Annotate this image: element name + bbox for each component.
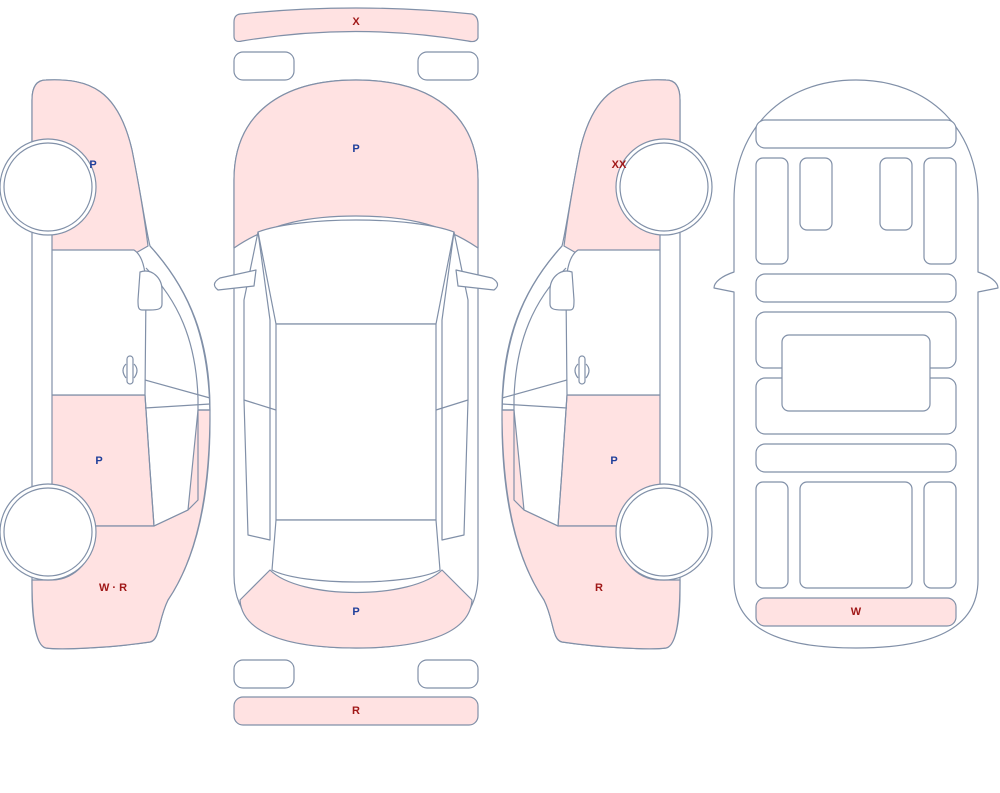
left-pillar-line-1 xyxy=(144,379,211,399)
left-rear-wheel[interactable] xyxy=(3,487,93,577)
front-left-pedal[interactable] xyxy=(799,157,833,231)
cargo-floor[interactable] xyxy=(799,481,913,589)
code-label-right-rear-door: P xyxy=(610,455,617,467)
code-label-bottom-bumper-bar: R xyxy=(352,705,360,717)
top-view xyxy=(213,7,499,726)
left-front-wheel[interactable] xyxy=(3,142,93,232)
code-label-right-front-fender: XX xyxy=(612,159,627,171)
top-mirror-left[interactable] xyxy=(213,269,257,291)
rear-window[interactable] xyxy=(271,519,441,583)
code-label-rear-bumper: P xyxy=(352,606,359,618)
top-mirror-pad-left[interactable] xyxy=(233,51,295,81)
code-label-hood: P xyxy=(352,143,359,155)
front-right-pedal[interactable] xyxy=(879,157,913,231)
bottom-bumper-bar[interactable] xyxy=(233,696,479,726)
rear-bumper-panel[interactable] xyxy=(239,569,473,649)
top-door-divider-right xyxy=(435,399,469,411)
right-front-door[interactable] xyxy=(565,249,661,396)
left-front-door[interactable] xyxy=(51,249,147,396)
top-mirror-pad-right[interactable] xyxy=(417,51,479,81)
code-label-left-front-fender: P xyxy=(89,159,96,171)
code-label-left-rear-quarter: W · R xyxy=(99,582,127,594)
hood-panel[interactable] xyxy=(233,79,479,249)
right-pillar-line-2 xyxy=(501,403,568,409)
front-left-footwell[interactable] xyxy=(755,157,789,265)
rear-underbody-bar[interactable] xyxy=(755,597,957,627)
rear-left-well[interactable] xyxy=(755,481,789,589)
top-mirror-right[interactable] xyxy=(455,269,499,291)
code-label-right-rear-quarter: R xyxy=(595,582,603,594)
dashboard-panel[interactable] xyxy=(755,119,957,149)
front-cross-member[interactable] xyxy=(755,273,957,303)
underbody-view xyxy=(713,79,999,649)
bottom-pad-left[interactable] xyxy=(233,659,295,689)
right-door-handle-ring xyxy=(574,363,590,379)
rear-cross-member[interactable] xyxy=(755,443,957,473)
left-pillar-line-2 xyxy=(144,403,211,409)
top-side-line-left xyxy=(243,231,271,541)
right-side-mirror[interactable] xyxy=(549,270,575,311)
rear-right-well[interactable] xyxy=(923,481,957,589)
left-door-handle-ring xyxy=(122,363,138,379)
front-right-footwell[interactable] xyxy=(923,157,957,265)
left-side-view xyxy=(0,79,211,650)
code-label-left-rear-door: P xyxy=(95,455,102,467)
code-label-front-roof-bar: X xyxy=(352,16,360,28)
left-door-handle[interactable] xyxy=(126,355,134,385)
windshield[interactable] xyxy=(257,219,455,325)
top-door-divider-left xyxy=(243,399,277,411)
right-pillar-line-1 xyxy=(501,379,568,399)
damage-labels: X P P R P P W · R XX P R W xyxy=(89,16,861,717)
left-side-mirror[interactable] xyxy=(137,270,163,311)
code-label-underbody-rear: W xyxy=(851,606,862,618)
right-front-wheel[interactable] xyxy=(619,142,709,232)
right-side-view xyxy=(501,79,713,650)
center-console[interactable] xyxy=(781,334,931,412)
bottom-pad-right[interactable] xyxy=(417,659,479,689)
front-roof-bar[interactable] xyxy=(233,7,479,43)
roof-panel[interactable] xyxy=(275,323,437,521)
right-door-handle[interactable] xyxy=(578,355,586,385)
right-rear-wheel[interactable] xyxy=(619,487,709,577)
top-side-line-right xyxy=(441,231,469,541)
